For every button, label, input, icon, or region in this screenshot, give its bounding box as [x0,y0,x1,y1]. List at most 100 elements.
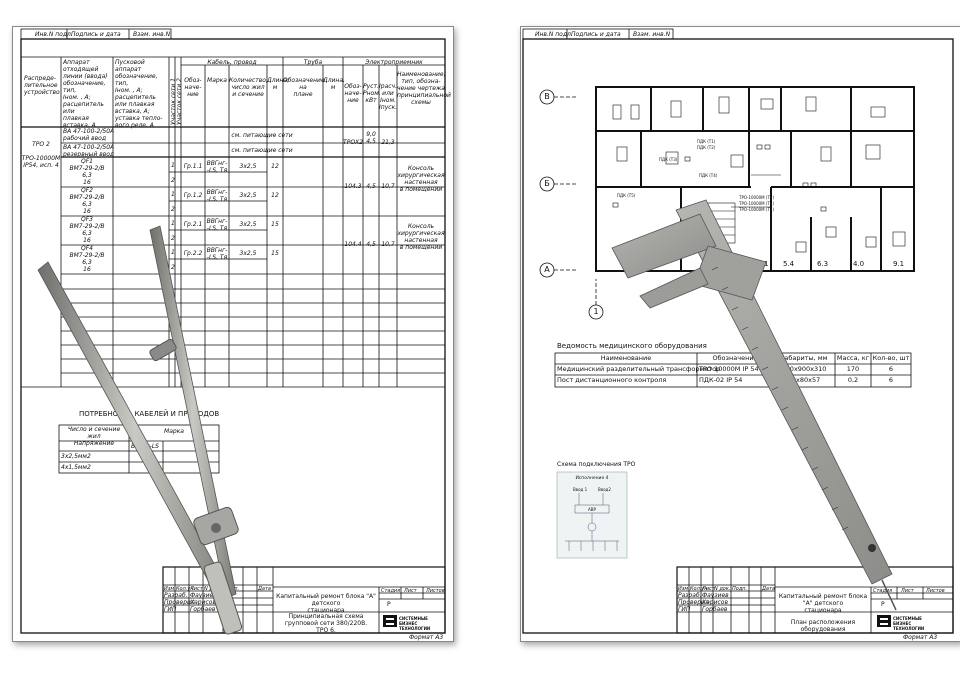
cable-needs-row-2: 4х1,5мм2 [61,464,91,471]
r-stamp-sheet-label: Лист [901,588,914,594]
eq-r2-name: Пост дистанционного контроля [557,376,667,384]
eq-r1-designation: ТРО 10000М IP 54 [699,365,759,373]
r-stamp-name-3: Горбаев [702,606,728,613]
r-stamp-h2: Кол.уч. [690,586,709,592]
cable-needs-title: ПОТРЕБНОСТЬ КАБЕЛЕЙ И ПРОВОДОВ [79,410,220,418]
r-stamp-format: Формат А3 [903,634,938,641]
line-2-designation: Гр.1.2 [183,192,203,199]
r-stamp-h5: Подп. [732,586,748,592]
hdr-cable-length: Длина, м [267,77,289,91]
r-stamp-stage-label: Стадия [873,588,893,594]
hdr-rec-power: Руст. Рном. кВт [363,83,381,104]
line-1-row-1: 1 [171,162,175,169]
r-inv-label-1: Инв.N подл. [535,31,573,38]
hdr-pipe-length: Длина, м [323,77,345,91]
stamp-stage: Р [387,601,391,608]
eq-r2-designation: ПДК-02 IP 54 [699,376,743,384]
stamp-name-2: Харисов [190,599,217,606]
receiver-1-power: 4,5 [366,183,376,190]
line-1-apparatus: QF1 ВМ7-29-2/В 6,3 16 [69,158,105,186]
r-stamp-h6: Дата [762,586,775,592]
line-4-count: 3х2,5 [239,250,257,257]
line-3-row-1: 1 [171,220,175,227]
r-stamp-project: Капитальный ремонт блока "А" детского ст… [778,593,868,614]
r-stamp-name-2: Харисов [702,599,729,606]
eq-h-name: Наименование [600,354,652,362]
line-2-apparatus: QF2 ВМ7-29-2/В 6,3 16 [69,187,105,215]
eq-h-designation: Обозначение [712,354,758,362]
equipment-title: Ведомость медицинского оборудования [557,342,707,350]
drawing-sheet-left: Инв.N подл. Подпись и дата Взам. инв.N [12,26,454,642]
stamp-name-3: Горбаев [190,606,216,613]
scheme-variant: Исполнение 4 [575,476,609,481]
r-inv-label-3: Взам. инв.N [633,31,671,38]
line-1-length: 12 [271,163,279,170]
line-4-apparatus: QF4 ВМ7-29-2/В 6,3 16 [69,245,105,273]
drawing-sheet-right: Инв.N подл. Подпись и дата Взам. инв.N [520,26,960,642]
eq-r2-size: 50х80х57 [787,376,821,384]
plan-label-8: ПДК (Т5) [617,193,636,198]
hdr-rec-designation: Обоз- наче- ние [344,83,362,104]
r-inv-label-2: Подпись и дата [571,31,621,38]
receiver-1-designation: 104.3 [344,183,362,190]
inv-label-3: Взам. инв.N [133,31,171,38]
room-num-5: 9.1 [893,260,905,268]
r-stamp-title: План расположения оборудования [790,619,856,633]
stamp-role-1: Разраб. [164,592,188,599]
line-2-row-1: 1 [171,191,175,198]
line-4-designation: Гр.2.2 [183,250,203,257]
cable-needs-col1: Число и сечение жил Напряжение [67,426,121,447]
stamp-stage-label: Стадия [381,588,401,594]
axis-label-a: А [544,265,550,274]
input-receiver-current: 21,3 [381,139,395,146]
line-4-mark: ВВГнг- -LS, Тя [206,247,228,261]
device-name: ТРО 2 [32,141,50,148]
eq-h-qty: Кол-во, шт [872,354,910,362]
stamp-name-1: Фаузиев [190,592,217,599]
cable-needs-col2-sub: ВВГнг-LS [131,443,159,450]
room-num-3: 6.3 [817,260,829,268]
eq-r1-mass: 170 [846,365,860,373]
line-3-apparatus: QF3 ВМ7-29-2/В 6,3 16 [69,216,105,244]
stamp-h6: Дата [258,586,271,592]
hdr-receiver-group: Электроприемник [365,59,423,66]
line-2-row-2: 2 [171,206,175,213]
stamp-role-3: ГИП [164,606,177,613]
inv-label-2: Подпись и дата [71,31,121,38]
scheme-input-1: Ввод 1 [573,487,588,492]
scheme-thumbnail [556,471,628,559]
stamp-sheets-label: Листов [426,588,445,594]
r-stamp-h3: Лист [702,586,715,592]
stamp-format: Формат А3 [409,634,444,641]
line-4-length: 15 [271,250,279,257]
plan-label-1: ТРО-10000М (Т3) [739,195,775,200]
receiver-2-current: 10,7 [381,241,395,248]
line-2-length: 12 [271,192,279,199]
hdr-rec-name: Наименование, тип, обозна- чение чертежа… [397,71,451,106]
hdr-cable-mark: Марка [207,77,227,84]
input-1-note: см. питающие сети [231,132,293,139]
plan-label-7: ПДК (Т4) [699,173,718,178]
line-1-designation: Гр.1.1 [183,163,203,170]
plan-label-4: ПДК (Т1) [697,139,716,144]
right-plan-lines [522,28,954,634]
r-stamp-h1: Изм. [678,586,690,592]
hdr-apparatus: Аппарат отходящей линии (ввода) обозначе… [63,59,108,129]
input-1-apparatus: ВА 47-100-2/50А рабочий ввод [63,128,115,142]
eq-r1-size: 330х900х310 [781,365,827,373]
r-stamp-name-1: Фаузиев [702,592,729,599]
hdr-distribution: Распреде- лительное устройство [24,75,60,96]
hdr-cable-count: Количество, число жил и сечение [229,77,268,98]
eq-h-mass: Масса, кг [836,354,870,362]
input-receiver-designation: ТРОХ2 [343,139,363,146]
eq-r2-qty: 6 [888,376,894,384]
line-3-length: 15 [271,221,279,228]
receiver-1-current: 10,7 [381,183,395,190]
eq-r2-mass: 0,2 [847,376,859,384]
hdr-rec-current: Iрасч. или Iном. Iпуск. [379,83,398,111]
r-stamp-role-2: Проверил [678,599,709,606]
r-stamp-role-1: Разраб. [678,592,702,599]
line-3-designation: Гр.2.1 [183,221,203,228]
room-num-1: 15.1 [753,260,769,268]
line-4-row-2: 2 [171,264,175,271]
